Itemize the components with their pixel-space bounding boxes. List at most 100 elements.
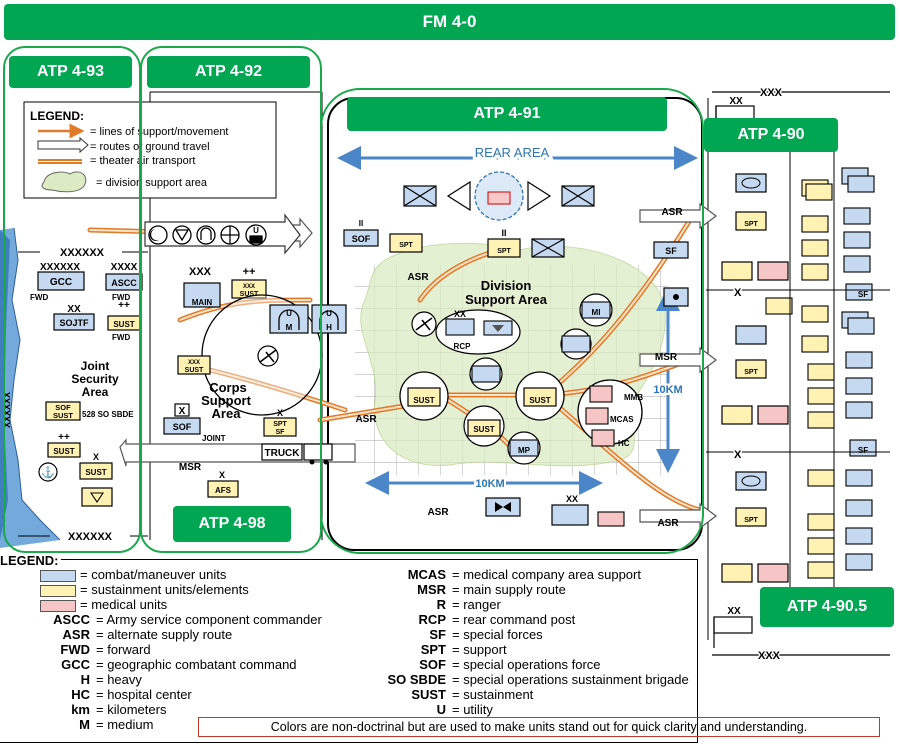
ascc-unit bbox=[105, 273, 143, 291]
right-term: SUST bbox=[411, 687, 446, 702]
sof-sust-unit bbox=[45, 401, 81, 421]
ascc-fwd: FWD bbox=[112, 293, 130, 302]
sust-unit-2-label: SUST bbox=[53, 447, 74, 456]
echelon-x-bde1: X bbox=[734, 287, 742, 299]
div-sust-right-label: SUST bbox=[529, 396, 550, 405]
division-area: SOF II SPT II SPT SF ASR ASR MSR ASR ASR… bbox=[343, 171, 689, 529]
left-definition: = forward bbox=[96, 642, 151, 657]
right-term: SOF bbox=[419, 657, 446, 672]
div-sust-small-label: SUST bbox=[473, 425, 494, 434]
hc-label: HC bbox=[618, 439, 630, 448]
left-term: FWD bbox=[60, 642, 90, 657]
mp-unit bbox=[509, 439, 539, 457]
left-definition: = kilometers bbox=[96, 702, 167, 717]
truck-label: TRUCK bbox=[265, 448, 301, 459]
afs-unit bbox=[207, 480, 239, 498]
mp-label: MP bbox=[518, 446, 531, 455]
sojtf-label: SOJTF bbox=[59, 318, 89, 328]
corps-sof-unit bbox=[163, 417, 201, 435]
ten-km-vertical: 10KM bbox=[653, 384, 682, 396]
left-term: ASCC bbox=[53, 612, 90, 627]
right-definition: = ranger bbox=[452, 597, 501, 612]
coastline-water bbox=[0, 228, 60, 548]
right-definition: = special operations sustainment brigade bbox=[452, 672, 689, 687]
right-term: MCAS bbox=[407, 567, 446, 582]
banner-atp-4905: ATP 4-90.5 bbox=[760, 587, 894, 627]
corps-sust-unit bbox=[231, 279, 267, 299]
right-term: U bbox=[436, 702, 446, 717]
ten-km-horizontal: 10KM bbox=[475, 478, 504, 490]
corps-line2: Support bbox=[201, 393, 251, 408]
right-term: SF bbox=[429, 627, 446, 642]
arrow-u-label: U bbox=[253, 226, 259, 235]
echelon-xxx-main: XXX bbox=[189, 266, 212, 278]
echelon-x-sof: X bbox=[179, 406, 186, 417]
right-term: SPT bbox=[420, 642, 446, 657]
corps-spt-sf-unit bbox=[263, 417, 297, 437]
banner-atp-490: ATP 4-90 bbox=[704, 118, 838, 152]
dsa-line1: Division bbox=[481, 278, 532, 293]
div-unit-mid bbox=[561, 335, 591, 353]
top-legend-item-1: = lines of support/movement bbox=[90, 126, 229, 138]
rear-area-label: REAR AREA bbox=[475, 145, 550, 160]
swatch-sustainment: = sustainment units/elements bbox=[40, 582, 249, 597]
sof-sust-l2: SUST bbox=[53, 411, 73, 420]
corps-sust-2-echelon: XXX bbox=[188, 360, 200, 366]
swatch-medical: = medical units bbox=[40, 597, 167, 612]
zone-atp-493 bbox=[3, 46, 141, 553]
echelon-xx-sojtf: XX bbox=[67, 304, 81, 315]
left-term: GCC bbox=[61, 657, 90, 672]
main-label: MAIN bbox=[192, 298, 213, 307]
right-term: R bbox=[436, 597, 446, 612]
right-term: MSR bbox=[417, 582, 446, 597]
air-transport-arrow: U bbox=[144, 213, 301, 255]
bde-spt-2: SPT bbox=[744, 369, 758, 376]
top-legend-title: LEGEND: bbox=[30, 109, 84, 123]
vertical-echelon-mark: XXXXXX bbox=[2, 392, 12, 428]
uh-u: U bbox=[326, 309, 332, 318]
div-spt-label: SPT bbox=[399, 242, 413, 249]
banner-atp-493: ATP 4-93 bbox=[9, 56, 132, 88]
truck-box bbox=[261, 443, 303, 461]
div-spt-unit bbox=[389, 233, 423, 253]
echelon-ii-spt: II bbox=[501, 228, 506, 238]
echelon-plus-sust2: ++ bbox=[58, 432, 70, 443]
u-h-unit bbox=[311, 304, 347, 334]
left-definition: = medium bbox=[96, 717, 154, 732]
echelon-x-bde2: X bbox=[734, 449, 742, 461]
gcc-label: GCC bbox=[50, 277, 72, 288]
uh-h: H bbox=[326, 323, 332, 332]
afs-label: AFS bbox=[215, 486, 232, 495]
echelon-xx-bottom: XX bbox=[566, 494, 578, 504]
banner-atp-498: ATP 4-98 bbox=[173, 506, 291, 542]
coastline-line bbox=[9, 227, 61, 541]
right-term: RCP bbox=[418, 612, 446, 627]
left-definition: = heavy bbox=[96, 672, 142, 687]
echelon-ii-sof: II bbox=[359, 219, 363, 228]
div-sust-small bbox=[467, 419, 501, 437]
coastline-water-2 bbox=[0, 230, 10, 540]
mi-unit bbox=[581, 301, 611, 319]
sust-unit-3 bbox=[79, 462, 113, 480]
div-bottom-med bbox=[597, 511, 625, 527]
echelon-xx-flag-bottom: XX bbox=[727, 606, 741, 617]
corps-sof-label: SOF bbox=[173, 422, 192, 432]
sust-unit-2 bbox=[47, 442, 81, 458]
unit-triangle bbox=[81, 487, 113, 507]
left-term: H bbox=[80, 672, 90, 687]
left-definition: = Army service component commander bbox=[96, 612, 322, 627]
echelon-x-sust3: X bbox=[93, 452, 99, 462]
left-term: HC bbox=[71, 687, 90, 702]
left-definition: = hospital center bbox=[96, 687, 192, 702]
right-definition: = special operations force bbox=[452, 657, 601, 672]
echelon-xxxxxx-bottom: XXXXXX bbox=[68, 531, 113, 543]
echelon-plus-corps: ++ bbox=[243, 266, 256, 278]
echelon-x-sf: X bbox=[277, 408, 283, 418]
echelon-plus-sust: ++ bbox=[118, 300, 130, 311]
so-sbde-528: 528 SO SBDE bbox=[82, 410, 134, 419]
joint-security-line3: Area bbox=[82, 385, 109, 399]
bde-spt-1: SPT bbox=[744, 221, 758, 228]
joint-security-line2: Security bbox=[71, 372, 119, 386]
left-definition: = geographic combatant command bbox=[96, 657, 297, 672]
